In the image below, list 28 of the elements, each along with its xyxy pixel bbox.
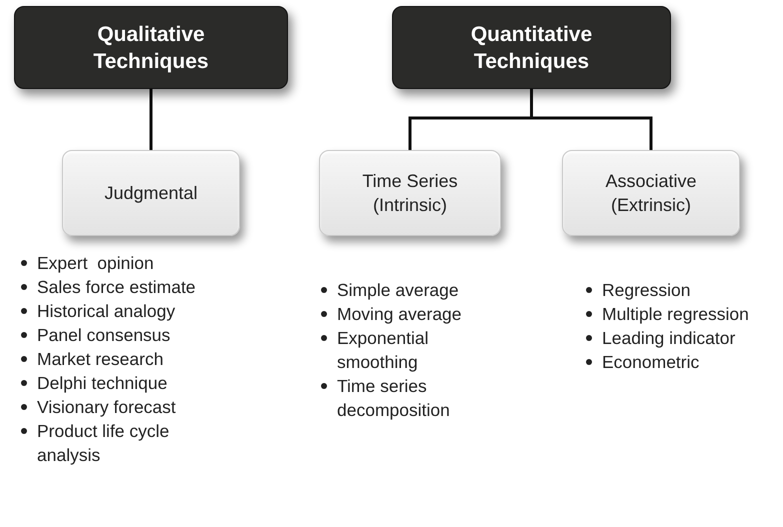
method-box: [319, 150, 501, 236]
category-header-box: [392, 6, 671, 89]
list-item-text: Leading indicator: [602, 328, 736, 348]
list-item-text: Sales force estimate: [37, 277, 196, 297]
list-item-text: Expert opinion: [37, 253, 154, 273]
list-item-text: Market research: [37, 349, 164, 369]
method-box: [62, 150, 240, 236]
box-label: Qualitative Techniques: [92, 22, 210, 74]
list-item-text: Regression: [602, 280, 691, 300]
list-item-text: Exponential smoothing: [337, 328, 430, 372]
list-item-text: Time series decomposition: [337, 376, 450, 420]
box-label: Quantitative Techniques: [470, 22, 594, 74]
list-item-text: Moving average: [337, 304, 462, 324]
box-label: Time Series (Intrinsic): [361, 170, 459, 217]
list-item-text: Econometric: [602, 352, 700, 372]
list-item-text: Visionary forecast: [37, 397, 176, 417]
list-item-text: Historical analogy: [37, 301, 176, 321]
list-item-text: Delphi technique: [37, 373, 168, 393]
box-label: Associative (Extrinsic): [604, 170, 698, 217]
connector-line: [150, 89, 152, 150]
list-item-text: Multiple regression: [602, 304, 749, 324]
connector-line: [530, 89, 652, 150]
list-item-text: Simple average: [337, 280, 459, 300]
list-item-text: Panel consensus: [37, 325, 170, 345]
list-item-text: Product life cycle analysis: [37, 421, 170, 465]
box-label: Judgmental: [104, 182, 198, 205]
method-box: [562, 150, 740, 236]
category-header-box: [14, 6, 288, 89]
